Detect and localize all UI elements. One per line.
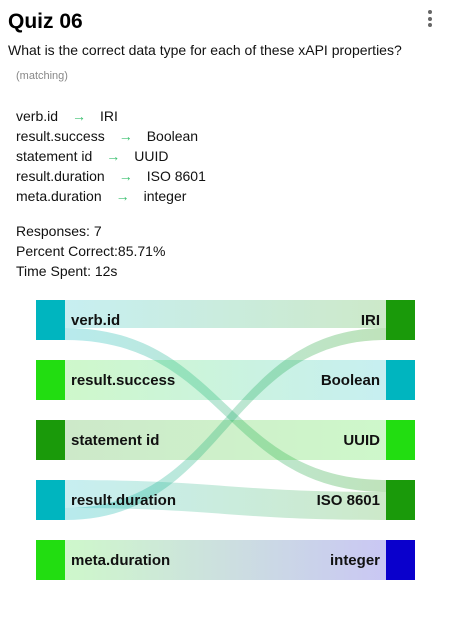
sankey-left-node: [36, 420, 65, 460]
answer-pair: verb.id → IRI: [16, 106, 206, 126]
pair-right: ISO 8601: [146, 168, 206, 184]
sankey-flow: [65, 328, 386, 520]
sankey-right-node: [386, 300, 415, 340]
sankey-left-label: meta.duration: [71, 552, 170, 569]
more-options-icon[interactable]: [420, 10, 440, 32]
sankey-flow: [65, 300, 386, 328]
sankey-flow: [65, 420, 386, 460]
answer-pair: meta.duration → integer: [16, 186, 206, 206]
pair-left: meta.duration: [16, 188, 102, 204]
question-text: What is the correct data type for each o…: [8, 42, 402, 58]
sankey-flow: [65, 360, 386, 400]
sankey-left-label: result.success: [71, 372, 175, 389]
sankey-right-node: [386, 540, 415, 580]
responses-count: Responses: 7: [16, 223, 102, 239]
sankey-right-node: [386, 360, 415, 400]
answer-pair: statement id → UUID: [16, 146, 206, 166]
sankey-left-label: verb.id: [71, 312, 120, 329]
sankey-left-node: [36, 540, 65, 580]
answer-pair: result.duration → ISO 8601: [16, 166, 206, 186]
sankey-right-label: UUID: [343, 432, 380, 449]
sankey-left-node: [36, 360, 65, 400]
sankey-right-label: ISO 8601: [317, 492, 380, 509]
pair-left: statement id: [16, 148, 93, 164]
kebab-dot: [428, 23, 432, 27]
sankey-right-label: IRI: [361, 312, 380, 329]
pair-left: result.success: [16, 128, 105, 144]
arrow-right-icon: →: [118, 168, 133, 184]
sankey-right-node: [386, 420, 415, 460]
pair-right: integer: [143, 188, 187, 204]
kebab-dot: [428, 10, 432, 14]
sankey-left-label: result.duration: [71, 492, 176, 509]
pair-right: IRI: [100, 108, 118, 124]
answer-pair: result.success → Boolean: [16, 126, 206, 146]
sankey-right-label: Boolean: [321, 372, 380, 389]
kebab-dot: [428, 16, 432, 21]
arrow-right-icon: →: [118, 128, 133, 144]
sankey-left-node: [36, 480, 65, 520]
sankey-left-label: statement id: [71, 432, 159, 449]
answer-pairs: verb.id→IRI result.success→Boolean state…: [16, 106, 206, 206]
sankey-right-label: integer: [330, 552, 380, 569]
sankey-flow: [65, 540, 386, 580]
percent-correct: Percent Correct:85.71%: [16, 243, 166, 259]
sankey-right-node: [386, 480, 415, 520]
response-stats: Responses: 7 Percent Correct:85.71% Time…: [16, 221, 165, 281]
time-spent: Time Spent: 12s: [16, 263, 118, 279]
arrow-right-icon: →: [72, 108, 87, 124]
sankey-flow: [65, 328, 386, 492]
arrow-right-icon: →: [106, 148, 121, 164]
pair-left: verb.id: [16, 108, 59, 124]
pair-left: result.duration: [16, 168, 105, 184]
pair-right: UUID: [134, 148, 169, 164]
question-type: (matching): [16, 70, 68, 82]
arrow-right-icon: →: [115, 188, 130, 204]
sankey-left-node: [36, 300, 65, 340]
quiz-title: Quiz 06: [8, 10, 83, 33]
pair-right: Boolean: [146, 128, 199, 144]
